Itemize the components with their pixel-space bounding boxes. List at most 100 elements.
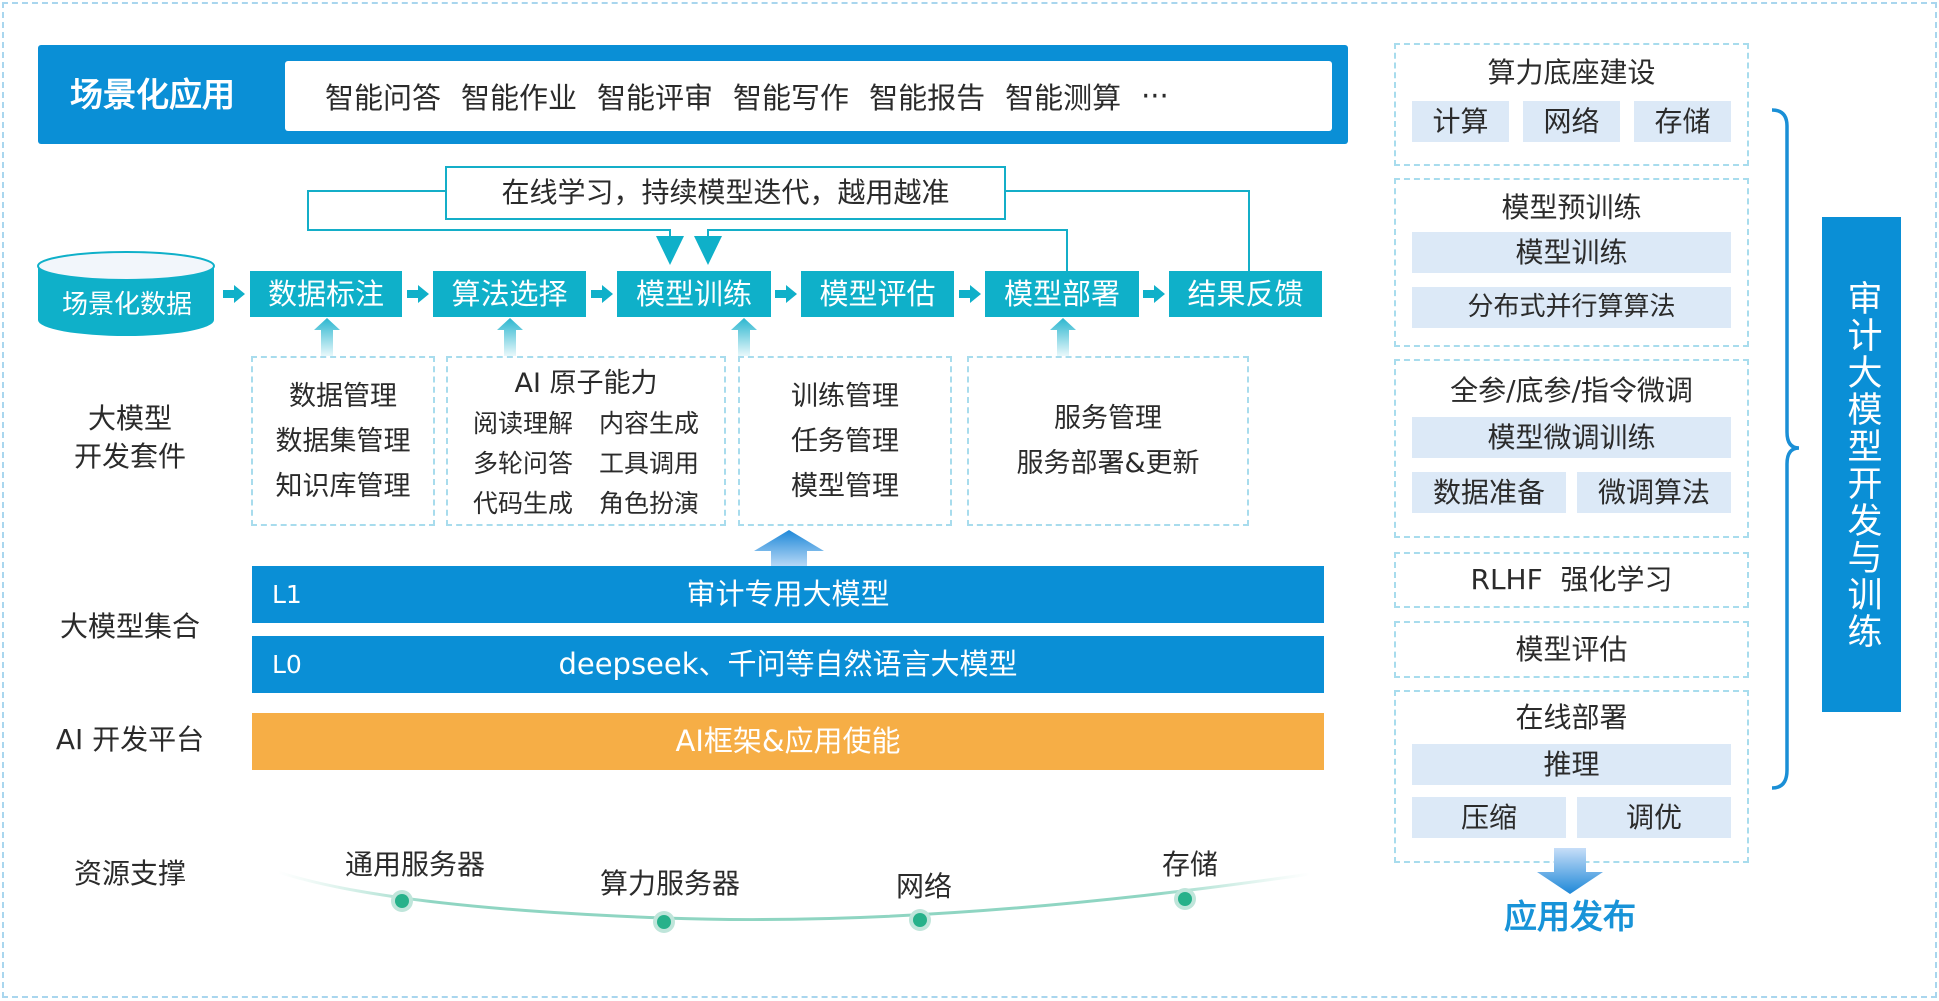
chip: 推理 xyxy=(1412,744,1731,785)
right-arrow-icon xyxy=(959,285,981,303)
app-release-label: 应用发布 xyxy=(1504,897,1636,936)
up-arrow-icon xyxy=(314,318,340,356)
section-finetuning: 全参/底参/指令微调 模型微调训练 数据准备 微调算法 xyxy=(1394,359,1749,538)
scenario-apps-list: 智能问答 智能作业 智能评审 智能写作 智能报告 智能测算 ··· xyxy=(285,61,1332,131)
loop-line xyxy=(669,229,671,239)
section-title: 模型预训练 xyxy=(1501,191,1642,224)
model-set-label: 大模型集合 xyxy=(59,610,200,643)
dev-kit-label: 大模型 开发套件 xyxy=(40,400,220,476)
ai-capability-item: 角色扮演 xyxy=(598,489,699,518)
up-arrow-icon xyxy=(731,318,757,356)
step-result-feedback: 结果反馈 xyxy=(1169,271,1322,317)
app-item: 智能评审 xyxy=(597,81,714,115)
section-title: 在线部署 xyxy=(1515,701,1628,734)
layer-name: deepseek、千问等自然语言大模型 xyxy=(558,647,1018,681)
scenario-apps-title: 场景化应用 xyxy=(70,75,235,114)
platform-label: AI 开发平台 xyxy=(55,723,205,756)
resource-item: 通用服务器 xyxy=(344,848,486,881)
ai-capability-item: 工具调用 xyxy=(598,449,699,478)
chip: 调优 xyxy=(1577,797,1731,838)
model-layer-l0: L0 deepseek、千问等自然语言大模型 xyxy=(252,636,1324,693)
dev-kit-label-line: 大模型 xyxy=(87,402,172,435)
dev-kit-item: 训练管理 xyxy=(791,381,899,412)
app-item: 智能报告 xyxy=(869,81,986,115)
step-algorithm-selection: 算法选择 xyxy=(433,271,586,317)
ai-atomic-capability-box: AI 原子能力 阅读理解 内容生成 多轮问答 工具调用 代码生成 角色扮演 xyxy=(446,356,726,526)
resource-node xyxy=(1178,892,1192,906)
database-icon xyxy=(37,251,215,336)
up-arrow-icon xyxy=(754,530,824,566)
dev-kit-item: 任务管理 xyxy=(791,426,899,457)
dev-kit-item: 模型管理 xyxy=(791,471,899,502)
app-item: 智能写作 xyxy=(733,81,850,115)
chip-row: 压缩 调优 xyxy=(1396,797,1747,838)
section-online-deployment: 在线部署 推理 压缩 调优 xyxy=(1394,690,1749,863)
ellipsis: ··· xyxy=(1141,79,1169,113)
chip: 数据准备 xyxy=(1412,472,1566,513)
right-arrow-icon xyxy=(1143,285,1165,303)
model-layer-l1: L1 审计专用大模型 xyxy=(252,566,1324,623)
ai-capability-grid: 阅读理解 内容生成 多轮问答 工具调用 代码生成 角色扮演 xyxy=(448,404,724,524)
dev-kit-item: 数据管理 xyxy=(289,381,397,412)
down-arrow-icon xyxy=(1537,848,1603,894)
right-arrow-icon xyxy=(223,285,245,303)
loop-line xyxy=(707,229,709,239)
vertical-title-text: 审计大模型开发与训练 xyxy=(1841,279,1882,650)
data-source-label: 场景化数据 xyxy=(61,290,192,320)
platform-layer: AI框架&应用使能 xyxy=(252,713,1324,770)
layer-name: 审计专用大模型 xyxy=(686,577,890,611)
vertical-title: 审计大模型开发与训练 xyxy=(1822,217,1901,712)
up-arrow-icon xyxy=(1050,318,1076,356)
resource-item: 网络 xyxy=(895,870,953,903)
chip: 存储 xyxy=(1634,101,1731,142)
right-arrow-icon xyxy=(775,285,797,303)
app-item: 智能问答 xyxy=(325,81,442,115)
dev-kit-item: 服务管理 xyxy=(1054,403,1162,434)
chip-row: 计算 网络 存储 xyxy=(1396,101,1747,142)
right-arrow-icon xyxy=(591,285,613,303)
dev-kit-item: 服务部署&更新 xyxy=(1016,448,1200,479)
loop-line xyxy=(1004,190,1250,192)
chip: 分布式并行算算法 xyxy=(1412,287,1731,328)
service-management-box: 服务管理 服务部署&更新 xyxy=(967,356,1249,526)
layer-name: AI框架&应用使能 xyxy=(675,724,901,758)
dev-kit-item: 知识库管理 xyxy=(275,471,411,502)
loop-line xyxy=(707,229,1068,231)
ai-capability-item: 代码生成 xyxy=(472,489,573,518)
up-arrow-icon xyxy=(497,318,523,356)
resource-node xyxy=(657,915,671,929)
section-title: 全参/底参/指令微调 xyxy=(1450,374,1693,407)
ai-capability-item: 阅读理解 xyxy=(472,409,573,438)
loop-line xyxy=(1248,190,1250,271)
section-title: 模型评估 xyxy=(1515,633,1628,666)
loop-line xyxy=(307,190,309,231)
chip-row: 数据准备 微调算法 xyxy=(1396,472,1747,513)
data-management-box: 数据管理 数据集管理 知识库管理 xyxy=(251,356,435,526)
section-title: RLHF 强化学习 xyxy=(1470,563,1673,596)
section-evaluation: 模型评估 xyxy=(1394,621,1749,678)
section-rlhf: RLHF 强化学习 xyxy=(1394,552,1749,608)
section-pretraining: 模型预训练 模型训练 分布式并行算算法 xyxy=(1394,178,1749,347)
resource-item: 算力服务器 xyxy=(599,867,741,900)
chip: 微调算法 xyxy=(1577,472,1731,513)
section-title: 算力底座建设 xyxy=(1487,56,1656,89)
training-management-box: 训练管理 任务管理 模型管理 xyxy=(738,356,952,526)
resources-label: 资源支撑 xyxy=(73,857,186,890)
chip: 压缩 xyxy=(1412,797,1566,838)
ai-capability-title: AI 原子能力 xyxy=(514,368,658,399)
resource-item: 存储 xyxy=(1161,848,1219,881)
layer-level: L0 xyxy=(272,650,302,679)
step-model-deployment: 模型部署 xyxy=(985,271,1139,317)
chip: 网络 xyxy=(1523,101,1620,142)
chip: 模型微调训练 xyxy=(1412,417,1731,458)
dev-kit-item: 数据集管理 xyxy=(275,426,411,457)
section-compute-base: 算力底座建设 计算 网络 存储 xyxy=(1394,43,1749,166)
resource-node xyxy=(913,913,927,927)
loop-line xyxy=(307,190,447,192)
right-arrow-icon xyxy=(407,285,429,303)
dev-kit-label-line: 开发套件 xyxy=(73,440,186,473)
resource-node xyxy=(395,894,409,908)
step-model-evaluation: 模型评估 xyxy=(801,271,954,317)
down-arrow-icon xyxy=(656,236,684,265)
